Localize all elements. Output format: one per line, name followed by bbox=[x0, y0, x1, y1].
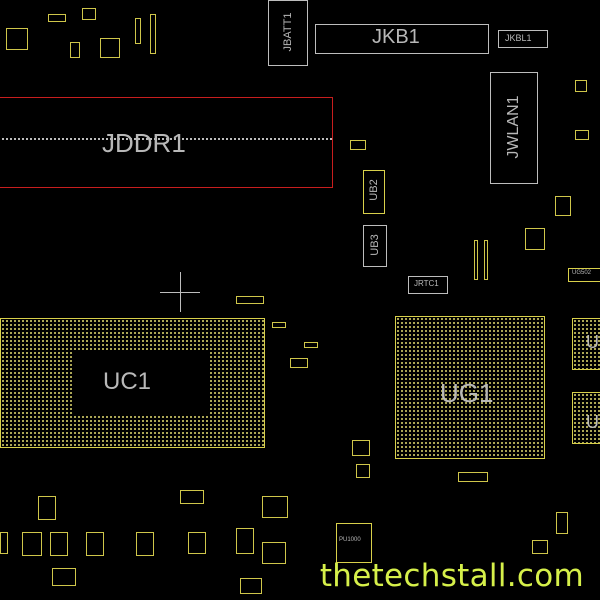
component-pad bbox=[556, 512, 568, 534]
jbatt1-label: JBATT1 bbox=[282, 12, 294, 52]
component-pad bbox=[240, 578, 262, 594]
pu1000-label: PU1000 bbox=[339, 537, 361, 543]
component-pad bbox=[532, 540, 548, 554]
jkb1-label: JKB1 bbox=[372, 26, 420, 48]
crosshair-icon-v bbox=[180, 272, 181, 312]
component-pad bbox=[350, 140, 366, 150]
component-pad bbox=[484, 240, 488, 280]
component-pad bbox=[304, 342, 318, 348]
component-pad bbox=[52, 568, 76, 586]
jkbl1-connector[interactable] bbox=[498, 30, 548, 48]
ub3-label: UB3 bbox=[369, 234, 381, 256]
pu1000-chip[interactable] bbox=[336, 523, 372, 563]
component-pad bbox=[22, 532, 42, 556]
component-pad bbox=[290, 358, 308, 368]
component-pad bbox=[262, 542, 286, 564]
jwlan1-connector[interactable] bbox=[490, 72, 538, 184]
uc1-label: UC1 bbox=[103, 368, 152, 395]
component-pad bbox=[236, 296, 264, 304]
component-pad bbox=[48, 14, 66, 22]
u-right-chip-b[interactable] bbox=[572, 392, 600, 444]
jddr1-label: JDDR1 bbox=[102, 128, 186, 158]
component-pad bbox=[135, 18, 141, 44]
jwlan1-label: JWLAN1 bbox=[505, 95, 522, 159]
component-pad bbox=[262, 496, 288, 518]
component-pad bbox=[575, 130, 589, 140]
uc1-die bbox=[72, 350, 208, 414]
component-pad bbox=[38, 496, 56, 520]
ub2-label: UB2 bbox=[368, 179, 380, 201]
component-pad bbox=[555, 196, 571, 216]
jkbl1-label: JKBL1 bbox=[505, 33, 532, 43]
component-pad bbox=[525, 228, 545, 250]
component-pad bbox=[458, 472, 488, 482]
jkb1-connector[interactable] bbox=[315, 24, 489, 54]
component-pad bbox=[50, 532, 68, 556]
ub2-chip[interactable] bbox=[363, 170, 385, 214]
ug-small-chip[interactable] bbox=[568, 268, 600, 282]
jddr1-slot[interactable] bbox=[0, 97, 333, 188]
u-right-chip-a[interactable] bbox=[572, 318, 600, 370]
jrtc1-label: JRTC1 bbox=[414, 279, 439, 288]
u-right-b-label: U bbox=[586, 412, 599, 432]
jrtc1-connector[interactable] bbox=[408, 276, 448, 294]
ug1-label: UG1 bbox=[440, 378, 494, 408]
component-pad bbox=[575, 80, 587, 92]
component-pad bbox=[100, 38, 120, 58]
component-pad bbox=[356, 464, 370, 478]
component-pad bbox=[180, 490, 204, 504]
component-pad bbox=[236, 528, 254, 554]
jbatt1-connector[interactable] bbox=[268, 0, 308, 66]
ug-small-label: UG502 bbox=[572, 270, 592, 276]
component-pad bbox=[150, 14, 156, 54]
ug1-chip[interactable] bbox=[395, 316, 545, 459]
component-pad bbox=[86, 532, 104, 556]
component-pad bbox=[188, 532, 206, 554]
u-right-a-label: U bbox=[586, 332, 599, 352]
component-pad bbox=[272, 322, 286, 328]
watermark-text: thetechstall.com bbox=[319, 558, 584, 594]
component-pad bbox=[6, 28, 28, 50]
component-pad bbox=[352, 440, 370, 456]
component-pad bbox=[136, 532, 154, 556]
ub3-chip[interactable] bbox=[363, 225, 387, 267]
component-pad bbox=[474, 240, 478, 280]
component-pad bbox=[82, 8, 96, 20]
component-pad bbox=[0, 532, 8, 554]
component-pad bbox=[70, 42, 80, 58]
